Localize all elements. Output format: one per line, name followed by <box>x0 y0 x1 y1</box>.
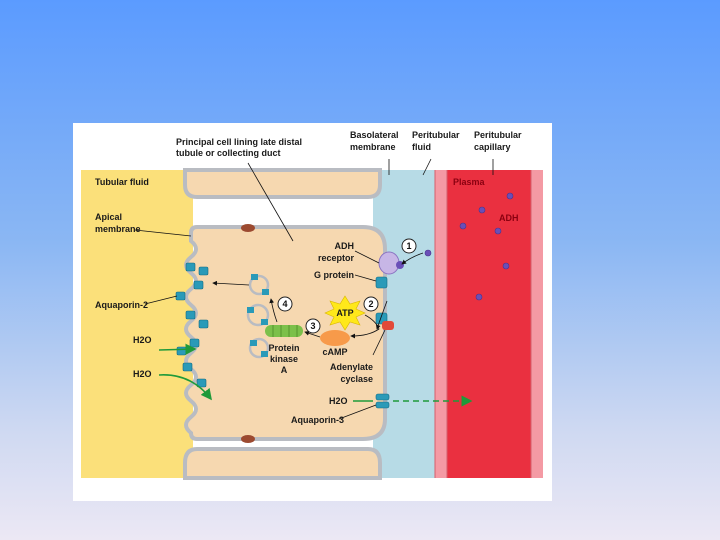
capillary-wall-left <box>435 170 447 478</box>
label-peritubular-fluid-line2: fluid <box>412 142 431 152</box>
arrow-h2o-bottom <box>158 374 212 401</box>
label-h2o-bottom: H2O <box>133 369 152 379</box>
leader-principal-cell <box>247 162 294 242</box>
arrow-adh-to-receptor <box>401 252 424 265</box>
label-peritubular-fluid-line1: Peritubular <box>412 130 460 140</box>
leader-g-protein <box>354 274 377 282</box>
figure-card: 1 2 3 4 Principal cell lining late dista… <box>73 123 552 501</box>
adh-mechanism-diagram: 1 2 3 4 Principal cell lining late dista… <box>81 130 543 480</box>
label-tubular-fluid: Tubular fluid <box>95 177 149 187</box>
label-peritubular-capillary-line2: capillary <box>474 142 511 152</box>
svg-text:1: 1 <box>406 241 411 251</box>
adh-receptor <box>378 251 400 275</box>
leader-peritubular-fluid <box>422 158 432 176</box>
adh-bound <box>396 261 404 269</box>
arrow-vesicle-to-apical <box>212 280 250 286</box>
step-1: 1 <box>401 238 417 254</box>
vesicle-2 <box>246 303 270 327</box>
label-atp: ATP <box>336 308 353 318</box>
upper-cell <box>183 168 382 199</box>
capillary-wall-right <box>531 170 543 478</box>
label-h2o-basolateral: H2O <box>329 396 348 406</box>
label-basolateral-line2: membrane <box>350 142 396 152</box>
label-protein-kinase-line3: A <box>281 365 288 375</box>
label-peritubular-capillary-line1: Peritubular <box>474 130 522 140</box>
leader-aquaporin3 <box>338 404 377 420</box>
label-principal-cell-line2: tubule or collecting duct <box>176 148 281 158</box>
leader-receptor <box>354 250 380 264</box>
tubular-fluid-region <box>81 170 193 478</box>
label-aquaporin-3: Aquaporin-3 <box>291 415 344 425</box>
step-2: 2 <box>363 296 379 312</box>
leader-apical <box>134 229 192 237</box>
step-3: 3 <box>305 318 321 334</box>
camp-molecule <box>320 330 350 346</box>
label-plasma: Plasma <box>453 177 486 187</box>
aquaporin-3 <box>375 393 390 409</box>
svg-text:4: 4 <box>282 299 287 309</box>
plasma-region <box>447 170 531 478</box>
svg-text:2: 2 <box>368 299 373 309</box>
label-camp: cAMP <box>322 347 347 357</box>
label-adenylate-line2: cyclase <box>340 374 373 384</box>
protein-kinase-a <box>265 325 303 337</box>
leader-adenylate <box>372 329 386 356</box>
vesicle-1 <box>248 274 270 296</box>
adh-molecules <box>424 192 514 301</box>
tight-junction-top <box>241 224 255 232</box>
label-adh-receptor-line1: ADH <box>335 241 355 251</box>
label-adh-receptor-line2: receptor <box>318 253 355 263</box>
adenylate-cyclase <box>382 321 394 330</box>
g-protein <box>375 276 388 289</box>
step-4: 4 <box>277 296 293 312</box>
svg-text:3: 3 <box>310 321 315 331</box>
label-adh-plasma: ADH <box>499 213 519 223</box>
arrow-pka-to-vesicles <box>269 298 278 323</box>
arrow-camp-to-pka <box>304 330 321 338</box>
label-basolateral-line1: Basolateral <box>350 130 399 140</box>
vesicle-3 <box>248 337 270 359</box>
label-g-protein: G protein <box>314 270 354 280</box>
arrow-atp-to-camp <box>350 314 380 339</box>
label-adenylate-line1: Adenylate <box>330 362 373 372</box>
label-apical-line1: Apical <box>95 212 122 222</box>
tight-junction-bottom <box>241 435 255 443</box>
label-h2o-top: H2O <box>133 335 152 345</box>
atp-burst <box>324 295 366 331</box>
label-protein-kinase-line1: Protein <box>268 343 299 353</box>
lower-cell <box>183 447 382 480</box>
label-aquaporin-2: Aquaporin-2 <box>95 300 148 310</box>
label-apical-line2: membrane <box>95 224 141 234</box>
label-protein-kinase-line2: kinase <box>270 354 298 364</box>
leader-aquaporin2 <box>144 295 178 305</box>
label-principal-cell-line1: Principal cell lining late distal <box>176 137 302 147</box>
arrow-h2o-top <box>158 343 197 355</box>
